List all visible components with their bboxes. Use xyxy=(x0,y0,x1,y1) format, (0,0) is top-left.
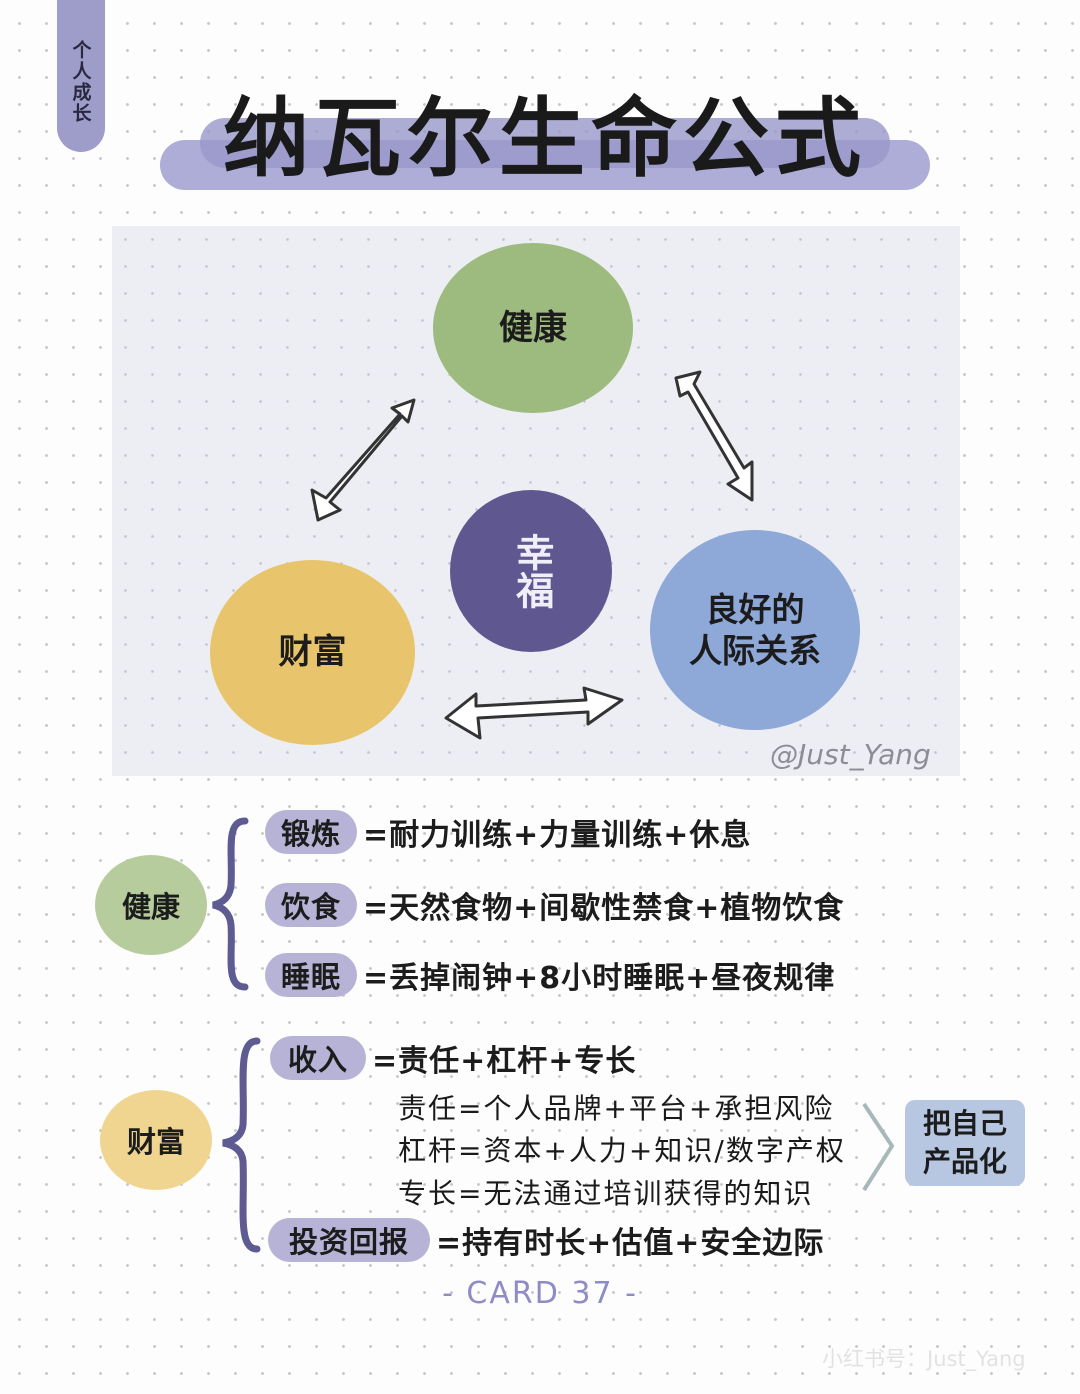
arrow-wealth-relations xyxy=(444,686,624,740)
detail-responsibility: 责任=个人品牌+平台+承担风险 xyxy=(398,1092,835,1125)
formula-investment: =持有时长+估值+安全边际 xyxy=(436,1226,825,1261)
category-tab: 个人成长 xyxy=(57,0,105,152)
conclusion-line2: 产品化 xyxy=(922,1145,1007,1178)
formula-income: =责任+杠杆+专长 xyxy=(372,1044,637,1079)
tag-exercise: 锻炼 xyxy=(265,810,357,854)
node-relations-line1: 良好的 xyxy=(705,589,805,629)
author-watermark: @Just_Yang xyxy=(770,738,931,771)
category-label: 个人成长 xyxy=(69,40,92,124)
platform-watermark: 小红书号：Just_Yang xyxy=(822,1347,1026,1371)
tag-investment: 投资回报 xyxy=(268,1218,430,1262)
conclusion-box: 把自己产品化 xyxy=(905,1100,1025,1186)
wealth-row-investment: 投资回报=持有时长+估值+安全边际 xyxy=(268,1218,824,1262)
health-label: 健康 xyxy=(95,855,207,955)
formula-diet: =天然食物+间歇性禁食+植物饮食 xyxy=(363,891,845,926)
tag-sleep: 睡眠 xyxy=(265,953,357,997)
health-row-diet: 饮食=天然食物+间歇性禁食+植物饮食 xyxy=(265,883,844,927)
node-health-label: 健康 xyxy=(499,307,567,348)
node-relations: 良好的 人际关系 xyxy=(650,530,860,730)
detail-specialty: 专长=无法通过培训获得的知识 xyxy=(398,1177,814,1210)
conclusion-line1: 把自己 xyxy=(922,1107,1007,1140)
chevron-icon xyxy=(862,1102,895,1192)
title-highlight-inner xyxy=(200,118,890,168)
node-happiness: 幸福 xyxy=(450,490,612,652)
wealth-row-income: 收入=责任+杠杆+专长 xyxy=(270,1036,636,1080)
tag-diet: 饮食 xyxy=(265,883,357,927)
node-wealth-label: 财富 xyxy=(278,632,347,673)
node-health: 健康 xyxy=(433,243,633,413)
node-wealth: 财富 xyxy=(210,560,415,745)
wealth-label: 财富 xyxy=(100,1090,212,1190)
formula-sleep: =丢掉闹钟+8小时睡眠+昼夜规律 xyxy=(363,961,836,996)
health-brace xyxy=(212,817,249,991)
node-happiness-label: 幸福 xyxy=(509,533,554,609)
tag-income: 收入 xyxy=(270,1036,366,1080)
arrow-health-wealth xyxy=(310,398,416,522)
node-relations-line2: 人际关系 xyxy=(689,631,821,670)
formula-exercise: =耐力训练+力量训练+休息 xyxy=(363,818,752,853)
arrows xyxy=(310,370,754,740)
wealth-brace xyxy=(222,1037,261,1253)
card-number: - CARD 37 - xyxy=(442,1276,638,1311)
page-title: 纳瓦尔生命公式 xyxy=(223,89,867,189)
health-row-exercise: 锻炼=耐力训练+力量训练+休息 xyxy=(265,810,751,854)
health-row-sleep: 睡眠=丢掉闹钟+8小时睡眠+昼夜规律 xyxy=(265,953,835,997)
arrow-health-relations xyxy=(674,370,754,502)
detail-leverage: 杠杆=资本+人力+知识/数字产权 xyxy=(398,1134,846,1167)
